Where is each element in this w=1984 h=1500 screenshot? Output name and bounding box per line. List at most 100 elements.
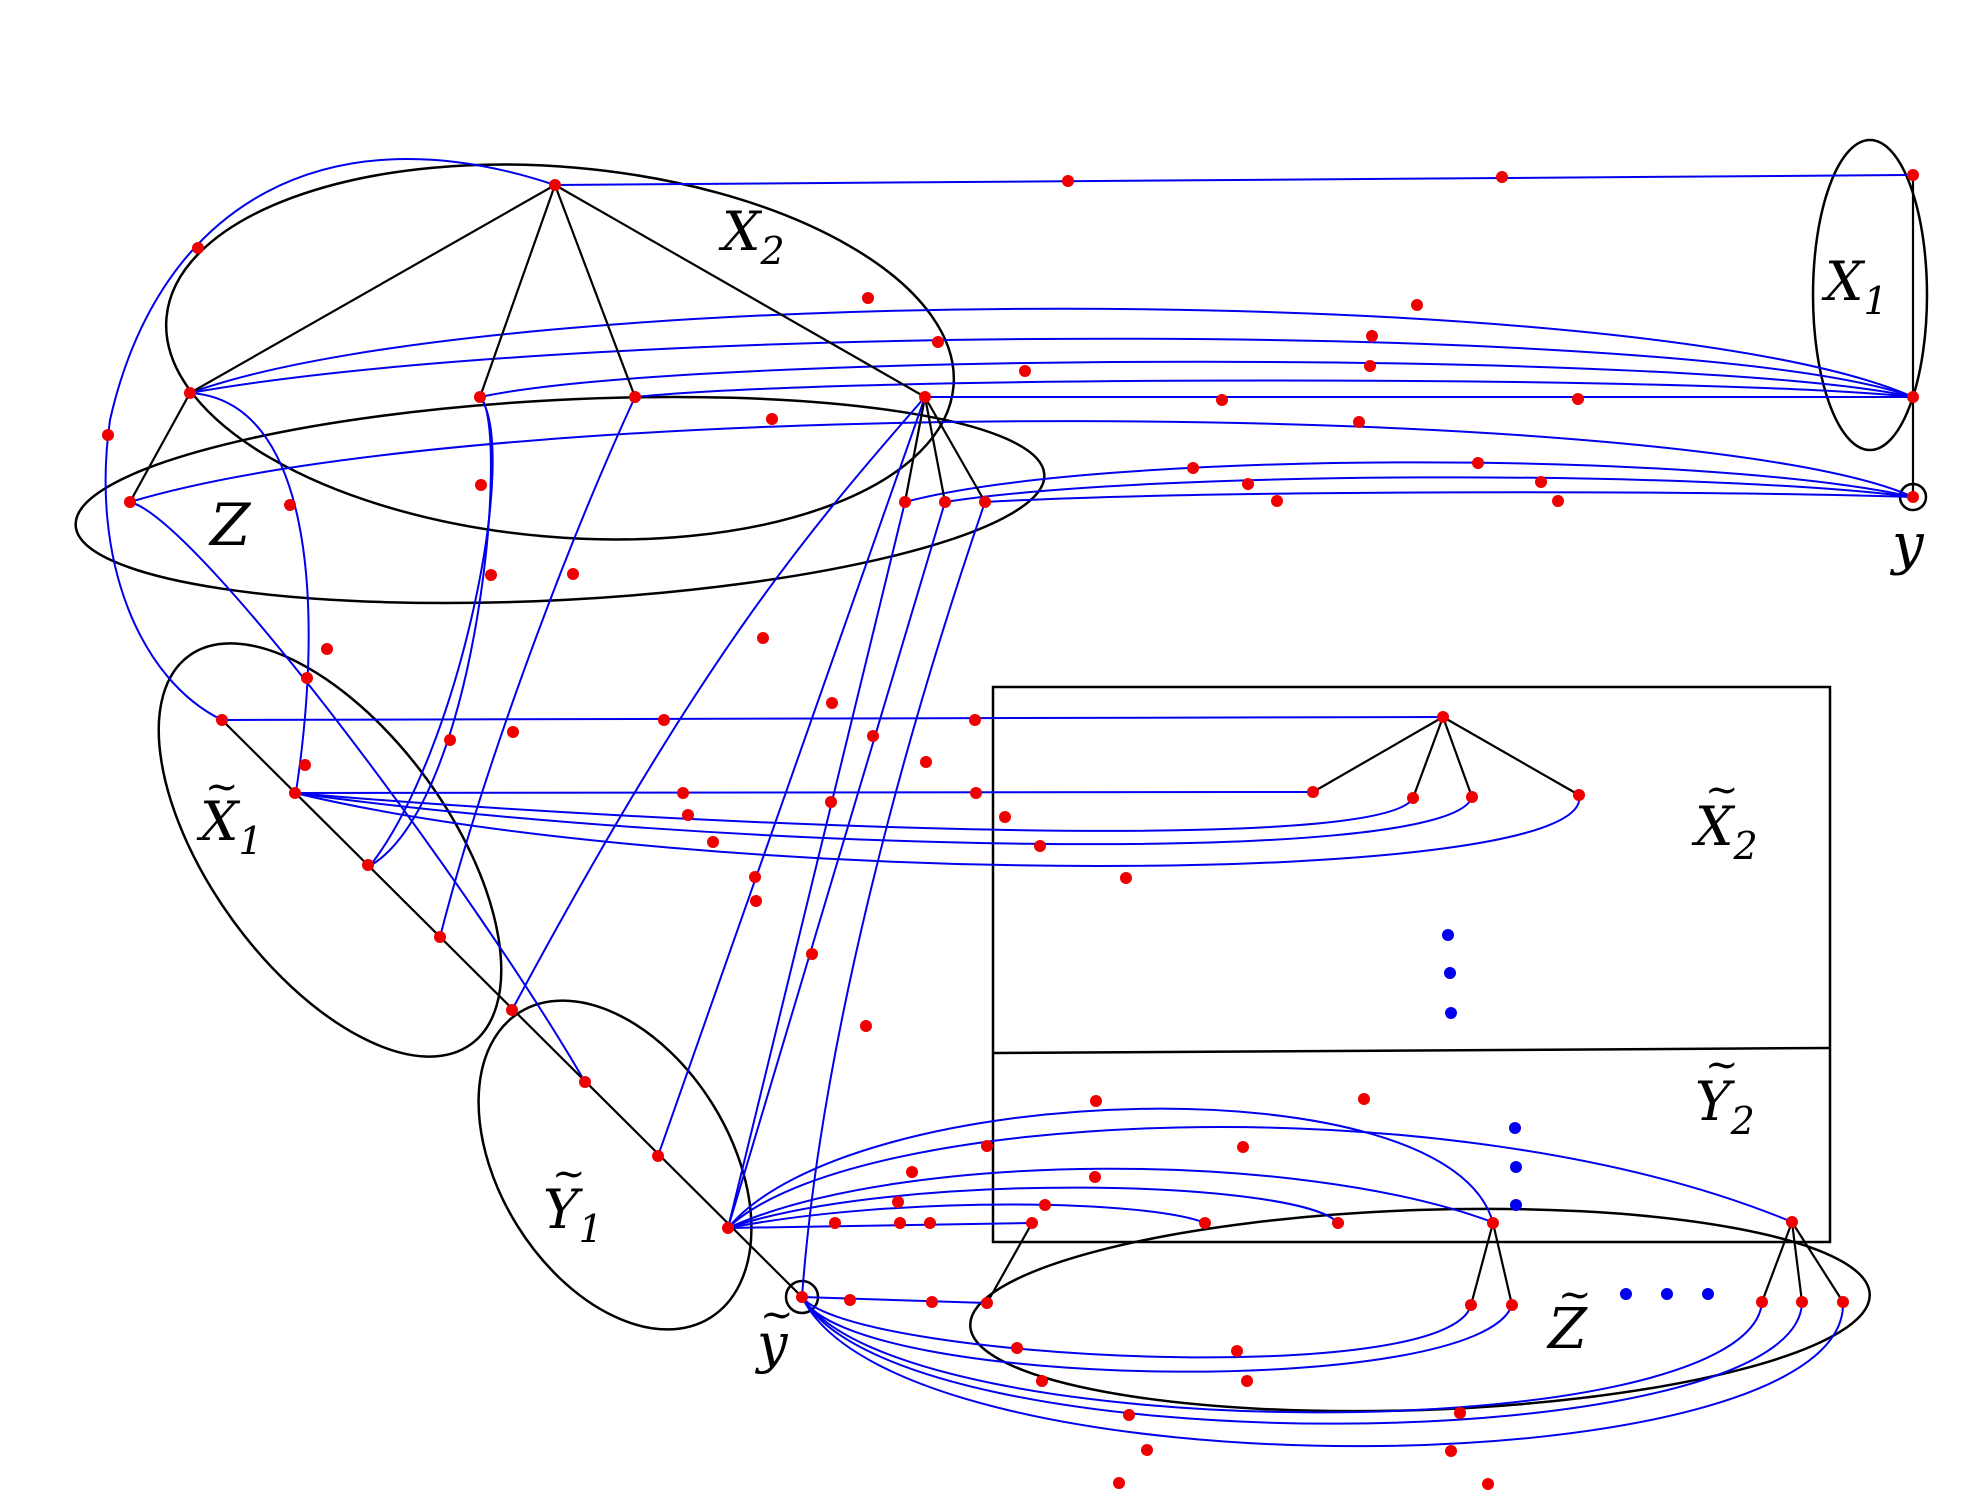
region-z <box>74 395 1046 605</box>
vertex <box>749 871 761 883</box>
vertex <box>1407 792 1419 804</box>
tilde-mark: ~ <box>205 764 239 810</box>
ellipsis-dot <box>1510 1161 1522 1173</box>
vertex <box>894 1217 906 1229</box>
vertex <box>1019 365 1031 377</box>
vertex <box>1454 1407 1466 1419</box>
vertex <box>796 1291 808 1303</box>
tilde-mark: ~ <box>1705 767 1739 813</box>
vertex <box>919 391 931 403</box>
vertex <box>444 734 456 746</box>
vertex <box>1907 391 1919 403</box>
ellipsis-dot <box>1510 1199 1522 1211</box>
vertex <box>1187 462 1199 474</box>
vertex <box>658 714 670 726</box>
vertex <box>485 569 497 581</box>
vertex <box>844 1294 856 1306</box>
box-divider <box>992 1046 1831 1055</box>
vertex <box>475 479 487 491</box>
vertex <box>829 1217 841 1229</box>
label-x2: X2 <box>718 200 785 273</box>
vertex <box>549 179 561 191</box>
vertex <box>102 429 114 441</box>
vertex <box>932 336 944 348</box>
vertex <box>766 413 778 425</box>
vertex <box>1465 1299 1477 1311</box>
ellipsis-dot <box>1620 1288 1632 1300</box>
label-tilde-y: y <box>755 1312 789 1375</box>
ellipsis-dot <box>1444 967 1456 979</box>
region-tilde-x1 <box>157 642 503 1058</box>
vertex <box>926 1296 938 1308</box>
vertex <box>507 726 519 738</box>
tilde-mark: ~ <box>1705 1042 1739 1088</box>
label-z: Z <box>208 491 252 559</box>
vertex <box>1364 360 1376 372</box>
label-tilde-y2: Y2 <box>1695 1070 1755 1143</box>
vertex <box>1332 1217 1344 1229</box>
vertex <box>1199 1217 1211 1229</box>
vertex <box>184 387 196 399</box>
vertex <box>1113 1477 1125 1489</box>
vertex <box>1062 175 1074 187</box>
vertex <box>321 643 333 655</box>
vertex <box>707 836 719 848</box>
label-tilde-x1: X1 <box>196 790 263 863</box>
vertex <box>1496 171 1508 183</box>
vertex <box>920 756 932 768</box>
ellipsis-dot <box>1661 1288 1673 1300</box>
ellipsis-dot <box>1702 1288 1714 1300</box>
connectors <box>104 158 1914 1448</box>
vertex <box>1437 711 1449 723</box>
region-outlines <box>74 138 1929 1413</box>
vertex <box>284 499 296 511</box>
vertex <box>826 697 838 709</box>
tilde-mark: ~ <box>760 1292 794 1338</box>
vertex <box>1573 789 1585 801</box>
vertex <box>1036 1375 1048 1387</box>
vertex <box>1837 1296 1849 1308</box>
vertex <box>1358 1093 1370 1105</box>
vertex <box>1123 1409 1135 1421</box>
vertex <box>1353 416 1365 428</box>
vertex <box>289 787 301 799</box>
vertex <box>1796 1296 1808 1308</box>
label-tilde-y1: Y1 <box>543 1178 603 1251</box>
region-x2 <box>164 163 956 541</box>
vertex <box>862 292 874 304</box>
label-x1: X1 <box>1821 250 1888 323</box>
vertex <box>999 811 1011 823</box>
region-tilde-z <box>969 1207 1871 1413</box>
vertex <box>939 496 951 508</box>
region-tilde-y1 <box>477 999 753 1331</box>
vertex <box>192 242 204 254</box>
vertex <box>299 759 311 771</box>
vertex <box>362 859 374 871</box>
ellipsis-dot <box>1509 1122 1521 1134</box>
vertex <box>1026 1217 1038 1229</box>
vertex <box>979 496 991 508</box>
vertex <box>567 568 579 580</box>
vertex <box>1552 495 1564 507</box>
vertex <box>867 730 879 742</box>
vertex <box>825 796 837 808</box>
vertex <box>1090 1095 1102 1107</box>
vertex <box>301 672 313 684</box>
vertex <box>1786 1216 1798 1228</box>
vertex <box>1141 1444 1153 1456</box>
vertex <box>474 391 486 403</box>
ellipsis-dots <box>1442 929 1714 1300</box>
vertex <box>1482 1478 1494 1490</box>
region-x1 <box>1811 138 1929 452</box>
vertex <box>969 714 981 726</box>
vertex <box>216 714 228 726</box>
vertex <box>124 496 136 508</box>
vertex <box>1907 169 1919 181</box>
vertex <box>1120 872 1132 884</box>
vertex <box>629 391 641 403</box>
vertex <box>1572 393 1584 405</box>
vertex <box>652 1150 664 1162</box>
label-tilde-z: Z <box>1546 1297 1588 1362</box>
vertex <box>1039 1199 1051 1211</box>
